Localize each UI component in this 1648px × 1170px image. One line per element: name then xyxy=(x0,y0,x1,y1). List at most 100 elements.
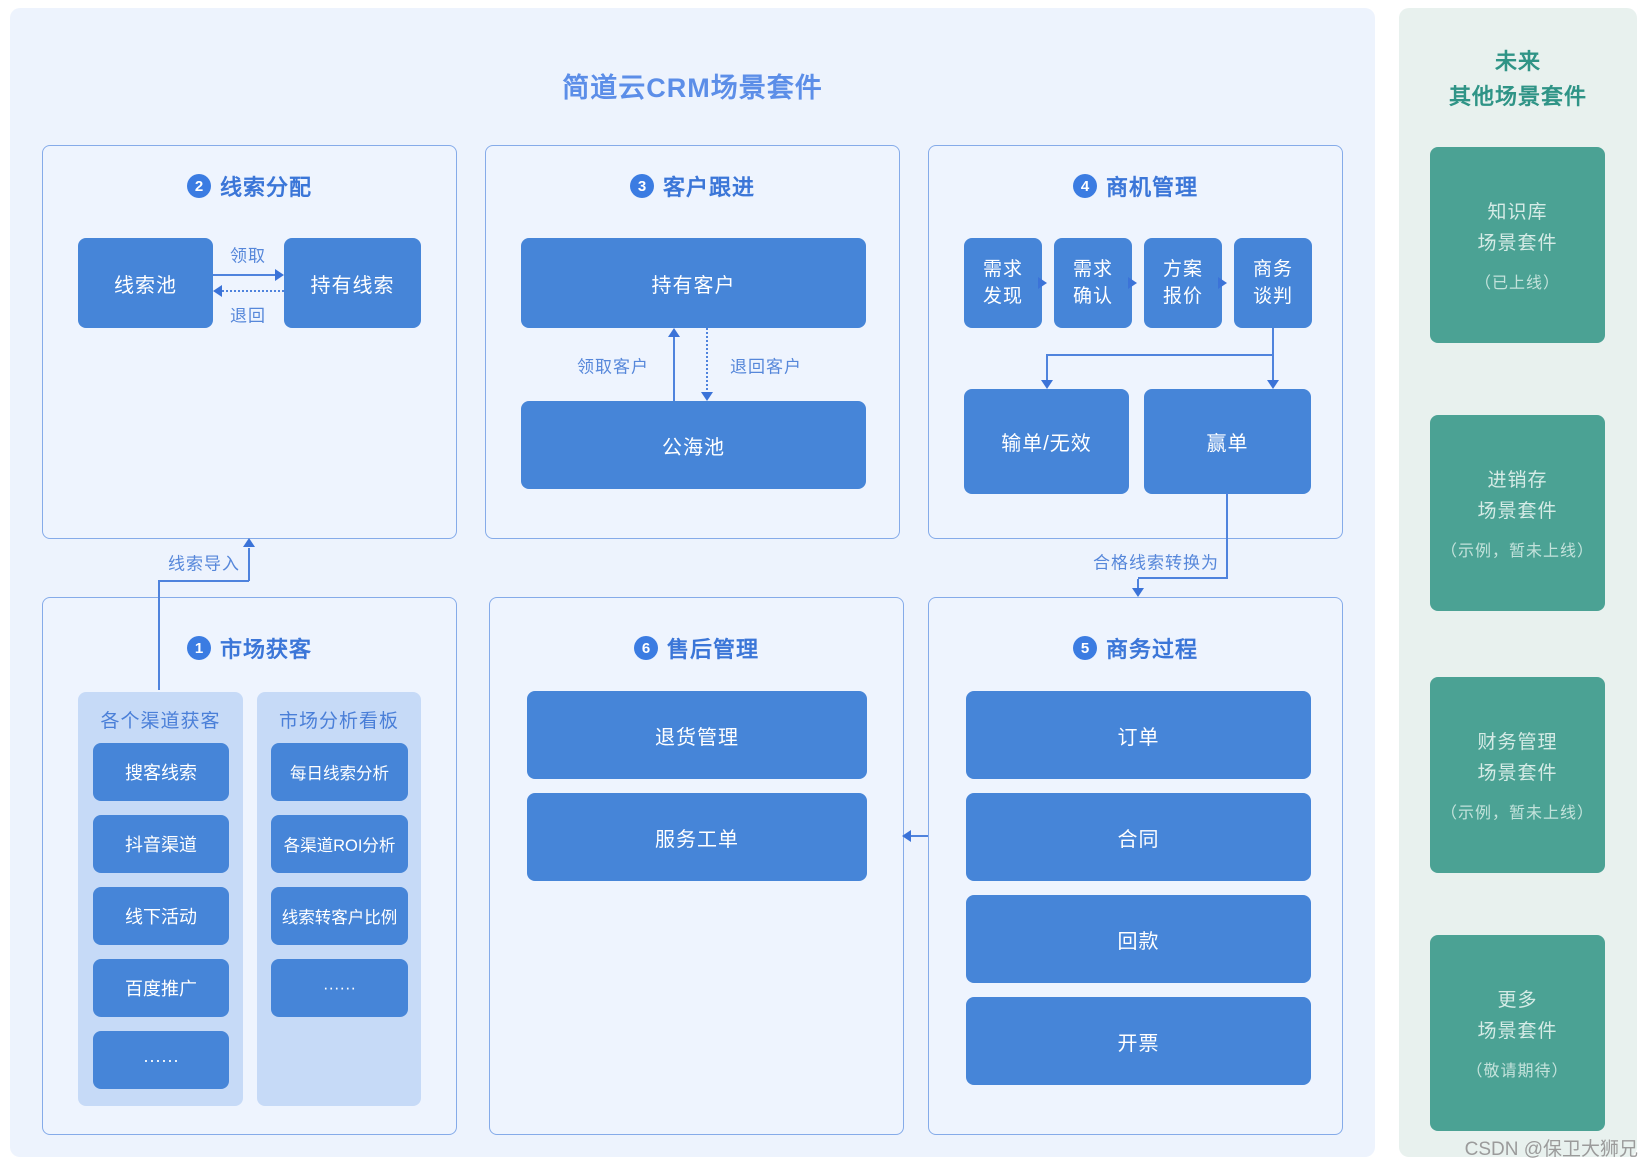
connector-line xyxy=(1046,354,1274,356)
card-note: （示例，暂未上线） xyxy=(1440,543,1594,560)
card-knowledge-base-suite: 知识库 场景套件 （已上线） xyxy=(1430,147,1605,343)
card-line: 场景套件 xyxy=(1477,763,1558,784)
node-service-ticket: 服务工单 xyxy=(527,793,867,881)
node-held-leads: 持有线索 xyxy=(284,238,421,328)
card-line: 场景套件 xyxy=(1477,1021,1558,1042)
step-2-badge: 2 xyxy=(186,174,211,198)
connector-line-dotted xyxy=(222,290,284,292)
card-more-suites: 更多 场景套件 （敬请期待） xyxy=(1430,935,1605,1131)
future-suites-sidebar: 未来 其他场景套件 知识库 场景套件 （已上线） 进销存 场景套件 （示例，暂未… xyxy=(1399,8,1637,1157)
step-6-badge: 6 xyxy=(633,636,658,660)
channel-item: 线下活动 xyxy=(93,887,229,945)
channel-item: 抖音渠道 xyxy=(93,815,229,873)
node-stage-confirm: 需求确认 xyxy=(1054,238,1132,328)
panel-market-acquisition: 1 市场获客 各个渠道获客 搜客线索 抖音渠道 线下活动 百度推广 ······… xyxy=(42,597,457,1135)
panel-aftersale: 6 售后管理 退货管理 服务工单 xyxy=(489,597,904,1135)
card-inventory-suite: 进销存 场景套件 （示例，暂未上线） xyxy=(1430,415,1605,611)
connector-line xyxy=(1046,356,1048,380)
crm-main-canvas: 简道云CRM场景套件 2 线索分配 线索池 持有线索 领取 退回 3 客户跟进 … xyxy=(10,8,1375,1157)
node-held-customers: 持有客户 xyxy=(521,238,866,328)
subpanel-channels-title: 各个渠道获客 xyxy=(100,711,221,732)
panel-header: 5 商务过程 xyxy=(929,632,1342,664)
connector-line-dotted xyxy=(706,328,708,390)
node-return-management: 退货管理 xyxy=(527,691,867,779)
panel-title-business: 商务过程 xyxy=(1105,637,1198,662)
node-order: 订单 xyxy=(966,691,1311,779)
panel-title-opportunity: 商机管理 xyxy=(1105,175,1198,200)
label-lead-import: 线索导入 xyxy=(168,554,240,574)
arrow-right-icon xyxy=(275,269,284,281)
arrow-down-icon xyxy=(1041,380,1053,389)
card-line: 更多 xyxy=(1497,990,1538,1011)
panel-lead-assignment: 2 线索分配 线索池 持有线索 领取 退回 xyxy=(42,145,457,539)
node-stage-discover: 需求发现 xyxy=(964,238,1042,328)
stage-line: 谈判 xyxy=(1252,286,1293,307)
dashboard-item-more: ······ xyxy=(271,959,408,1017)
panel-opportunity: 4 商机管理 需求发现 需求确认 方案报价 商务谈判 输 xyxy=(928,145,1343,539)
arrow-down-icon xyxy=(1267,380,1279,389)
stage-line: 方案 xyxy=(1162,259,1203,280)
node-stage-negotiate: 商务谈判 xyxy=(1234,238,1312,328)
sidebar-title-line2: 其他场景套件 xyxy=(1448,84,1587,109)
card-line: 场景套件 xyxy=(1477,233,1558,254)
stage-line: 报价 xyxy=(1162,286,1203,307)
diagram-title: 简道云CRM场景套件 xyxy=(562,73,823,103)
connector-line xyxy=(673,337,675,401)
panel-customer-follow: 3 客户跟进 持有客户 公海池 领取客户 退回客户 xyxy=(485,145,900,539)
arrow-right-icon xyxy=(1038,277,1047,289)
card-note: （示例，暂未上线） xyxy=(1440,805,1594,822)
channel-item-more: ······ xyxy=(93,1031,229,1089)
subpanel-dashboard-title: 市场分析看板 xyxy=(278,711,399,732)
connector-line xyxy=(911,835,928,837)
connector-line xyxy=(213,274,275,276)
panel-header: 1 市场获客 xyxy=(43,632,456,664)
card-line: 场景套件 xyxy=(1477,501,1558,522)
panel-title-lead-assignment: 线索分配 xyxy=(219,175,312,200)
subpanel-dashboard: 市场分析看板 每日线索分析 各渠道ROI分析 线索转客户比例 ······ xyxy=(257,692,421,1106)
connector-line xyxy=(1226,493,1228,578)
connector-line xyxy=(158,580,249,582)
node-won: 赢单 xyxy=(1144,389,1311,494)
csdn-watermark: CSDN @保卫大狮兄 xyxy=(1464,1139,1638,1160)
step-3-badge: 3 xyxy=(629,174,654,198)
panel-header: 4 商机管理 xyxy=(929,170,1342,202)
sidebar-title-line1: 未来 xyxy=(1494,49,1541,74)
node-public-sea-pool: 公海池 xyxy=(521,401,866,489)
label-claim-customer: 领取客户 xyxy=(577,357,649,377)
card-note: （敬请期待） xyxy=(1466,1063,1569,1080)
arrow-left-icon xyxy=(213,285,222,297)
panel-header: 6 售后管理 xyxy=(490,632,903,664)
connector-line xyxy=(1137,579,1139,590)
arrow-up-icon xyxy=(668,328,680,337)
step-1-badge: 1 xyxy=(186,636,211,660)
connector-line xyxy=(1138,577,1228,579)
stage-line: 需求 xyxy=(982,259,1023,280)
channel-item: 百度推广 xyxy=(93,959,229,1017)
node-invoice: 开票 xyxy=(966,997,1311,1085)
dashboard-item: 线索转客户比例 xyxy=(271,887,408,945)
card-note: （已上线） xyxy=(1474,275,1560,292)
arrow-up-icon xyxy=(243,538,255,547)
arrow-left-icon xyxy=(902,830,911,842)
dashboard-item: 各渠道ROI分析 xyxy=(271,815,408,873)
sidebar-title: 未来 其他场景套件 xyxy=(1399,44,1637,114)
panel-title-customer-follow: 客户跟进 xyxy=(662,175,755,200)
connector-line xyxy=(1272,356,1274,380)
node-lost-invalid: 输单/无效 xyxy=(964,389,1129,494)
node-contract: 合同 xyxy=(966,793,1311,881)
arrow-down-icon xyxy=(1132,588,1144,597)
panel-header: 3 客户跟进 xyxy=(486,170,899,202)
node-stage-quote: 方案报价 xyxy=(1144,238,1222,328)
connector-line xyxy=(248,548,250,581)
card-finance-suite: 财务管理 场景套件 （示例，暂未上线） xyxy=(1430,677,1605,873)
stage-line: 确认 xyxy=(1072,286,1113,307)
stage-line: 需求 xyxy=(1072,259,1113,280)
panel-business-process: 5 商务过程 订单 合同 回款 开票 xyxy=(928,597,1343,1135)
stage-line: 发现 xyxy=(982,286,1023,307)
panel-title-aftersale: 售后管理 xyxy=(666,637,759,662)
label-qualified-convert: 合格线索转换为 xyxy=(1093,553,1219,573)
step-4-badge: 4 xyxy=(1072,174,1097,198)
dashboard-item: 每日线索分析 xyxy=(271,743,408,801)
card-line: 知识库 xyxy=(1487,202,1548,223)
